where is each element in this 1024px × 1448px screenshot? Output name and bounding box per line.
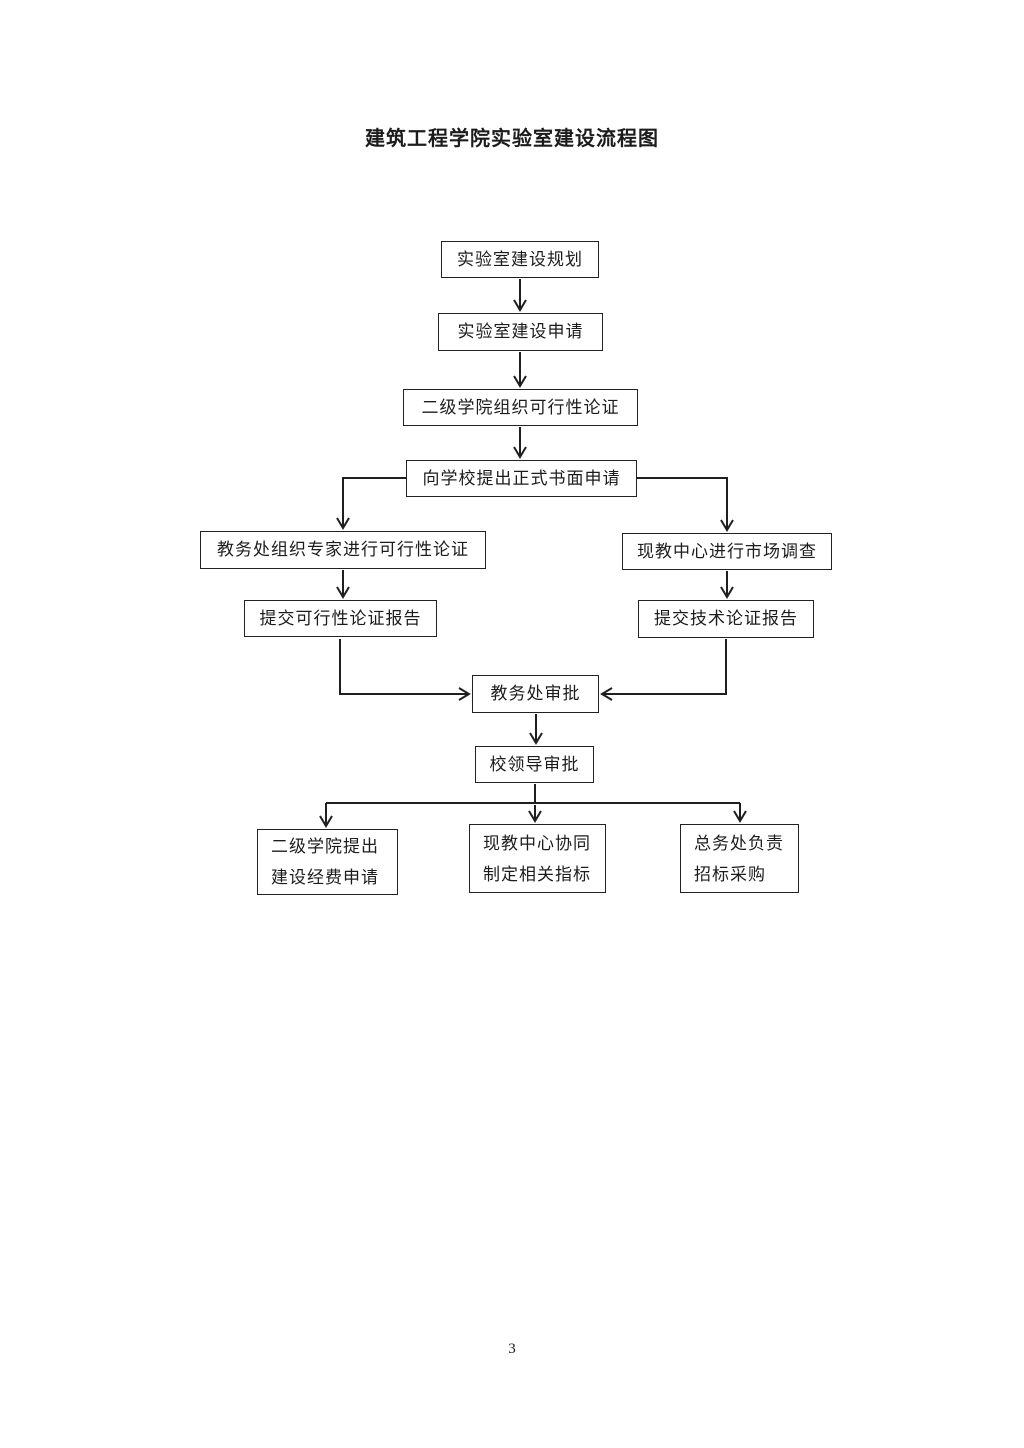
page-title: 建筑工程学院实验室建设流程图 xyxy=(365,128,659,150)
flow-node-aao-expert-feasibility: 教务处组织专家进行可行性论证 xyxy=(200,531,486,569)
flow-node-school-leader-approval: 校领导审批 xyxy=(475,746,594,783)
flow-node-mec-market-survey: 现教中心进行市场调查 xyxy=(622,533,832,570)
connector-leader-approval-branch-stem xyxy=(326,784,740,804)
arrow-formal-application-to-market-survey xyxy=(637,477,734,532)
flow-node-general-affairs-procurement: 总务处负责 招标采购 xyxy=(680,824,799,893)
flow-node-formal-written-application: 向学校提出正式书面申请 xyxy=(406,460,637,497)
arrow-technical-report-to-aao-approval xyxy=(600,639,727,701)
page-number: 3 xyxy=(508,1341,516,1357)
flow-node-college-feasibility: 二级学院组织可行性论证 xyxy=(403,389,638,426)
flow-node-college-fund-application: 二级学院提出 建设经费申请 xyxy=(257,829,398,895)
arrow-formal-application-to-aao-feasibility xyxy=(336,477,406,530)
flow-node-lab-construction-application: 实验室建设申请 xyxy=(438,313,603,351)
flow-node-mec-indicators: 现教中心协同 制定相关指标 xyxy=(469,824,606,893)
flow-node-lab-construction-planning: 实验室建设规划 xyxy=(441,241,599,278)
flow-node-submit-feasibility-report: 提交可行性论证报告 xyxy=(244,600,437,637)
flow-node-aao-approval: 教务处审批 xyxy=(472,675,599,713)
arrow-feasibility-report-to-aao-approval xyxy=(339,639,471,701)
flow-node-submit-technical-report: 提交技术论证报告 xyxy=(638,600,814,638)
